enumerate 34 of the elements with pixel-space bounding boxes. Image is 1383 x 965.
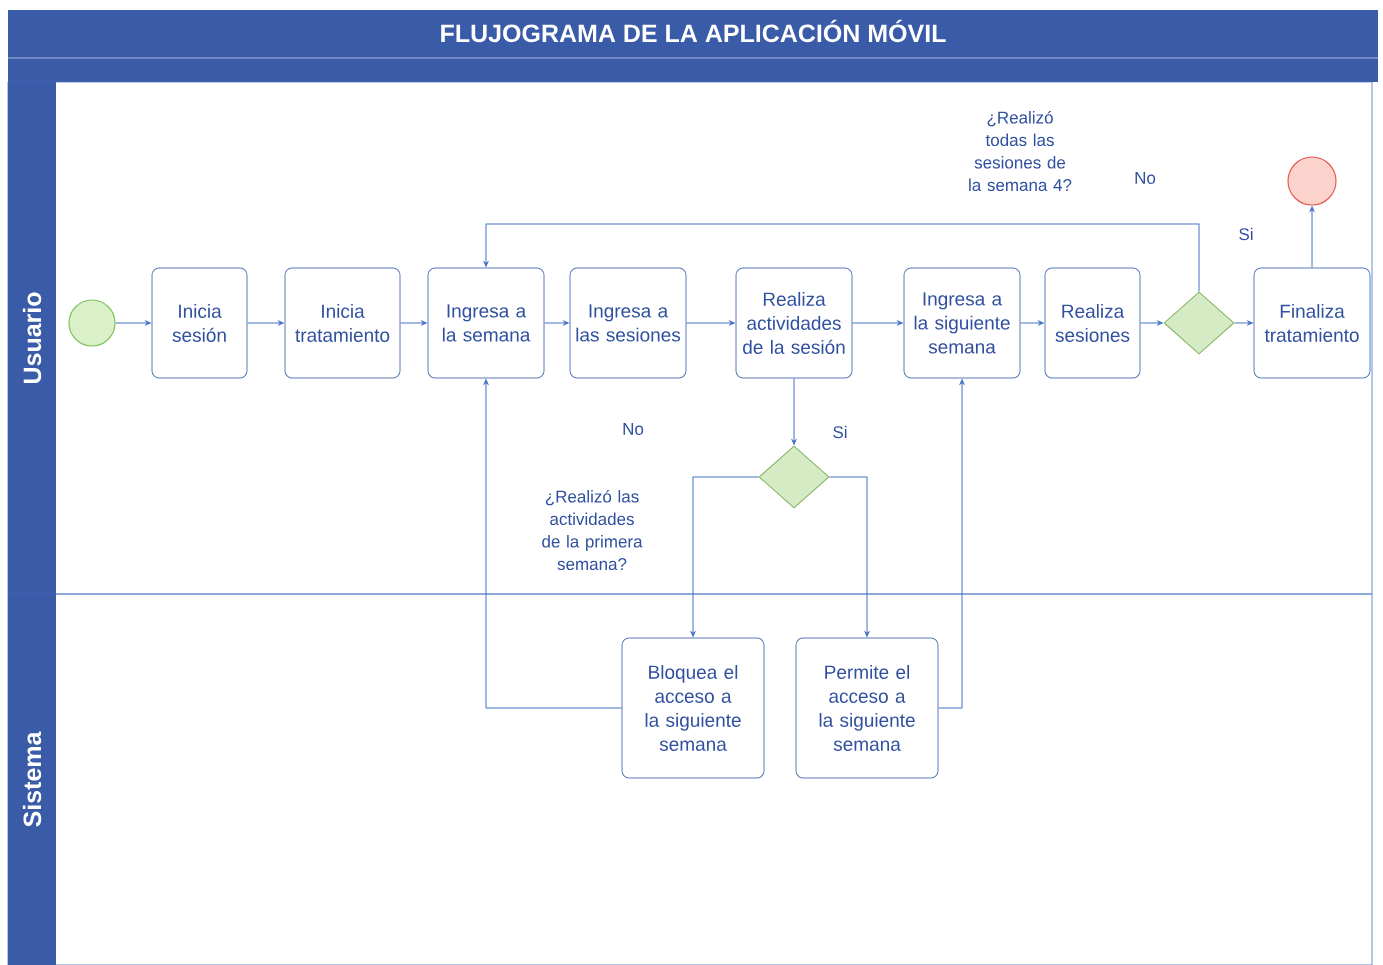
arrow <box>938 379 965 709</box>
question-text: ¿Realizó todas las sesiones de la semana 4? <box>969 110 1072 192</box>
arrow <box>791 378 797 445</box>
arrow <box>1234 320 1253 326</box>
question-text: ¿Realizó las actividades de la primera semana? <box>542 489 643 571</box>
end-event-circle <box>1287 156 1337 206</box>
edge-label: No <box>621 422 645 436</box>
process-box: Realiza actividades de la sesión <box>735 267 853 379</box>
process-box: Ingresa a las sesiones <box>569 267 687 379</box>
arrow <box>852 320 903 326</box>
decision-diamond <box>758 445 830 509</box>
process-box: Bloquea el acceso a la siguiente semana <box>621 637 765 779</box>
arrow <box>247 320 284 326</box>
arrow <box>829 476 870 637</box>
start-event-circle <box>68 299 116 347</box>
arrow <box>483 223 1200 292</box>
edge-label: No <box>1133 171 1157 185</box>
process-box: Ingresa a la semana <box>427 267 545 379</box>
process-box: Permite el acceso a la siguiente semana <box>795 637 939 779</box>
arrow <box>1020 320 1044 326</box>
arrow <box>1140 320 1163 326</box>
arrow <box>115 320 151 326</box>
process-box: Finaliza tratamiento <box>1253 267 1371 379</box>
process-box: Ingresa a la siguiente semana <box>903 267 1021 379</box>
arrow <box>686 320 735 326</box>
process-box: Realiza sesiones <box>1044 267 1141 379</box>
arrow <box>1309 206 1315 268</box>
decision-diamond <box>1163 291 1235 355</box>
process-box: Inicia tratamiento <box>284 267 401 379</box>
arrow <box>690 476 759 637</box>
process-box: Inicia sesión <box>151 267 248 379</box>
arrow <box>483 379 622 709</box>
arrow <box>544 320 569 326</box>
arrow <box>400 320 427 326</box>
